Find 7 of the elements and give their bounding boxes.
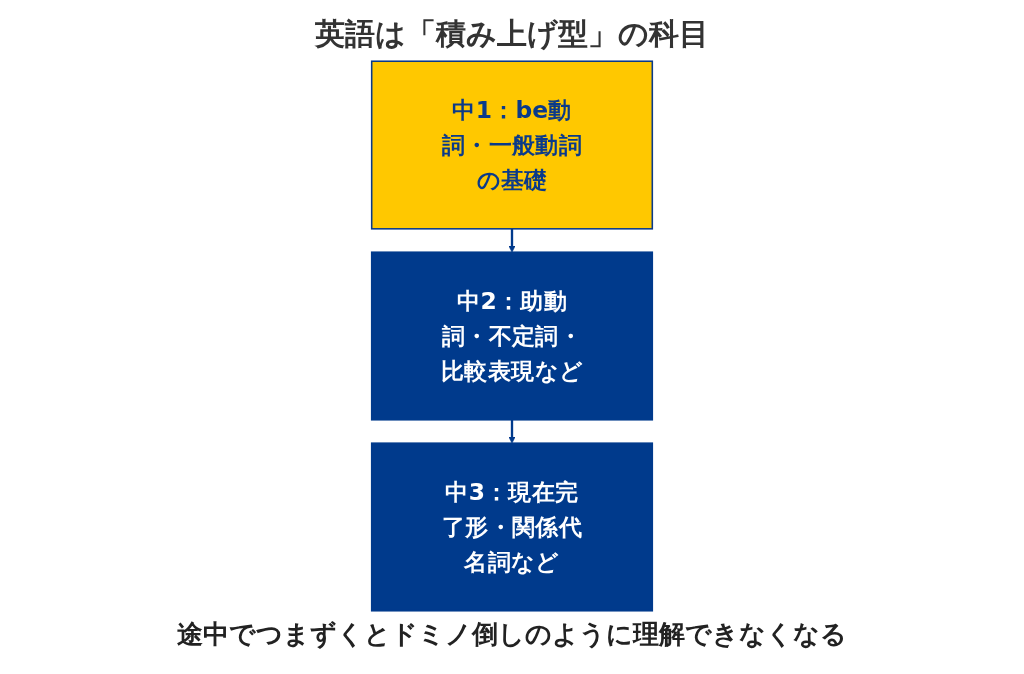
arrow — [508, 419, 516, 444]
title: 英語は「積み上げ型」の科目 — [315, 15, 709, 53]
node-box: 中1：be動詞・一般動詞の基礎 — [370, 60, 654, 230]
node-box: 中2：助動詞・不定詞・比較表現など — [370, 251, 654, 421]
arrow — [508, 228, 516, 253]
caption: 途中でつまずくとドミノ倒しのように理解できなくなる — [177, 618, 847, 651]
node-box: 中3：現在完了形・関係代名詞など — [370, 442, 654, 612]
